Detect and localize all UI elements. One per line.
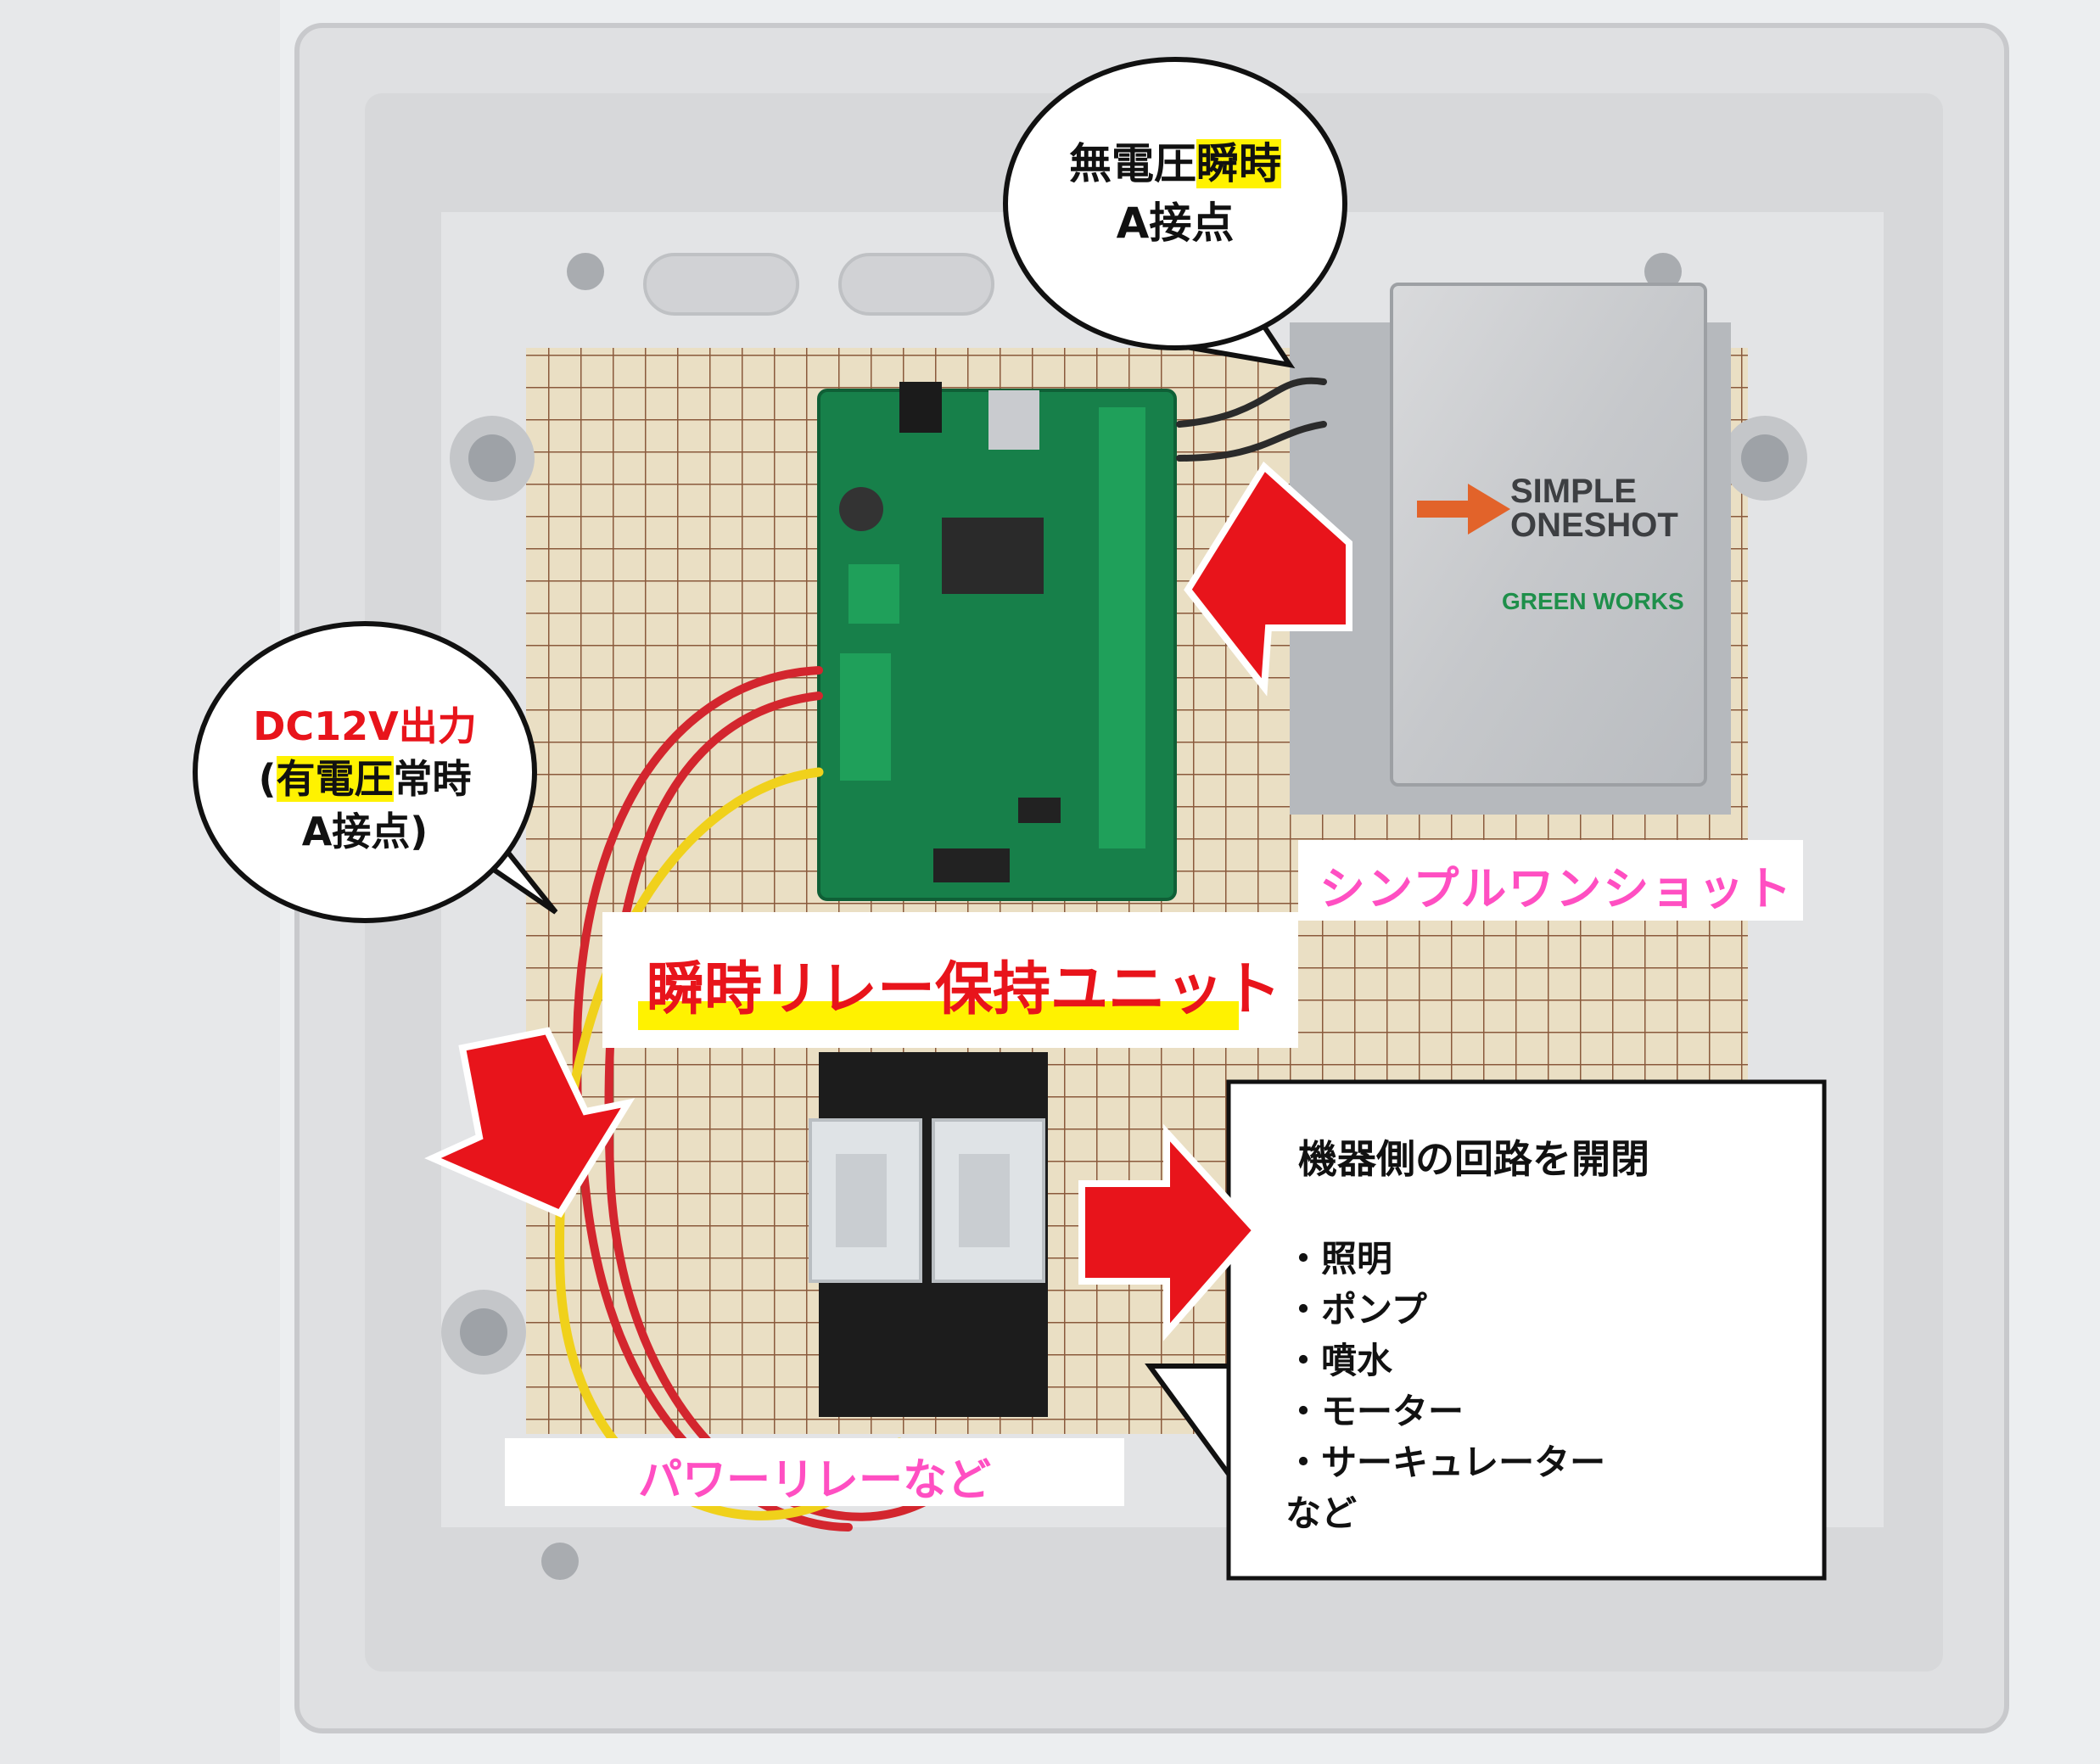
device-note-item: ・照明 bbox=[1285, 1238, 1393, 1280]
left-bubble-line3: A接点) bbox=[301, 809, 428, 854]
left-arrow-icon bbox=[1184, 461, 1352, 697]
power-relays bbox=[809, 1052, 1048, 1417]
left-bubble-line2: (有電圧常時 bbox=[258, 756, 472, 802]
top-bubble-line1: 無電圧瞬時 bbox=[1069, 139, 1281, 188]
left-bubble-highlight: 有電圧 bbox=[276, 756, 394, 802]
relay-unit-underline bbox=[638, 1001, 1239, 1030]
down-arrow-icon bbox=[424, 1027, 636, 1218]
top-bubble-highlight: 瞬時 bbox=[1196, 139, 1281, 188]
left-bubble: DC12V出力 (有電圧常時 A接点) bbox=[221, 700, 509, 858]
device-note-item: ・サーキュレーター bbox=[1285, 1442, 1606, 1483]
device-note-item: ・噴水 bbox=[1285, 1340, 1393, 1381]
power-relay-label: パワーリレーなど bbox=[638, 1455, 992, 1506]
product-name-2: ONESHOT bbox=[1510, 507, 1678, 544]
right-arrow-icon bbox=[1078, 1123, 1261, 1341]
oneshot-label: シンプルワンショット bbox=[1319, 862, 1794, 916]
top-bubble-shape bbox=[1003, 57, 1347, 369]
left-bubble-line1: DC12V出力 bbox=[253, 703, 477, 749]
simple-oneshot-device: SIMPLE ONESHOT GREEN WORKS bbox=[1290, 283, 1731, 815]
product-name-1: SIMPLE bbox=[1510, 473, 1637, 510]
maker-name: GREEN WORKS bbox=[1502, 588, 1684, 614]
device-note-bubble-shape bbox=[1145, 1079, 1827, 1581]
relay-hold-pcb bbox=[817, 382, 1177, 901]
oneshot-logo-icon bbox=[1417, 484, 1510, 535]
top-bubble-line2: A接点 bbox=[1116, 199, 1235, 248]
device-note-heading: 機器側の回路を開閉 bbox=[1298, 1136, 1649, 1182]
box-lid bbox=[0, 0, 280, 1764]
device-note-item: ・モーター bbox=[1285, 1391, 1464, 1432]
device-note-footer: など bbox=[1285, 1492, 1358, 1534]
device-note-item: ・ポンプ bbox=[1285, 1289, 1427, 1330]
power-relay-label-box bbox=[505, 1438, 1124, 1506]
oneshot-label-box bbox=[1298, 840, 1803, 921]
top-bubble: 無電圧瞬時 A接点 bbox=[1031, 134, 1319, 253]
relay-unit-label: 瞬時リレー保持ユニット bbox=[647, 956, 1282, 1023]
